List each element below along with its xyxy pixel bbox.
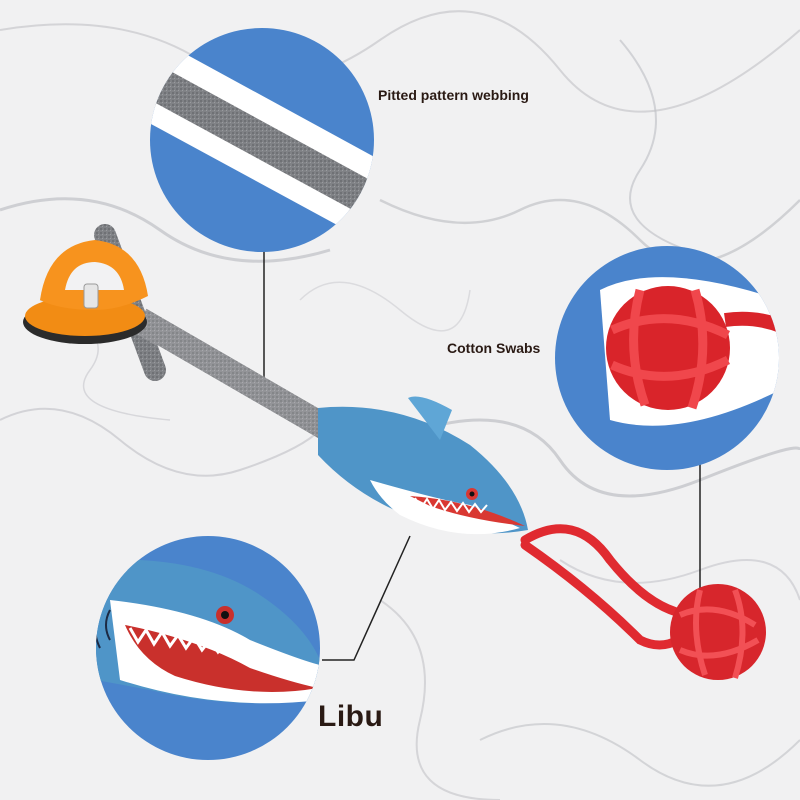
suction-cup-icon bbox=[23, 240, 148, 344]
cotton-swabs-label: Cotton Swabs bbox=[447, 340, 541, 356]
webbing-closeup-circle bbox=[150, 28, 374, 252]
rope-ball-icon bbox=[520, 524, 766, 680]
rope-closeup-circle bbox=[555, 246, 779, 470]
webbing-label: Pitted pattern webbing bbox=[378, 87, 529, 103]
shark-closeup-circle bbox=[96, 536, 320, 760]
shark-toy-icon bbox=[318, 396, 528, 535]
leader-lines bbox=[263, 250, 701, 661]
brand-label: Libu bbox=[318, 700, 384, 733]
